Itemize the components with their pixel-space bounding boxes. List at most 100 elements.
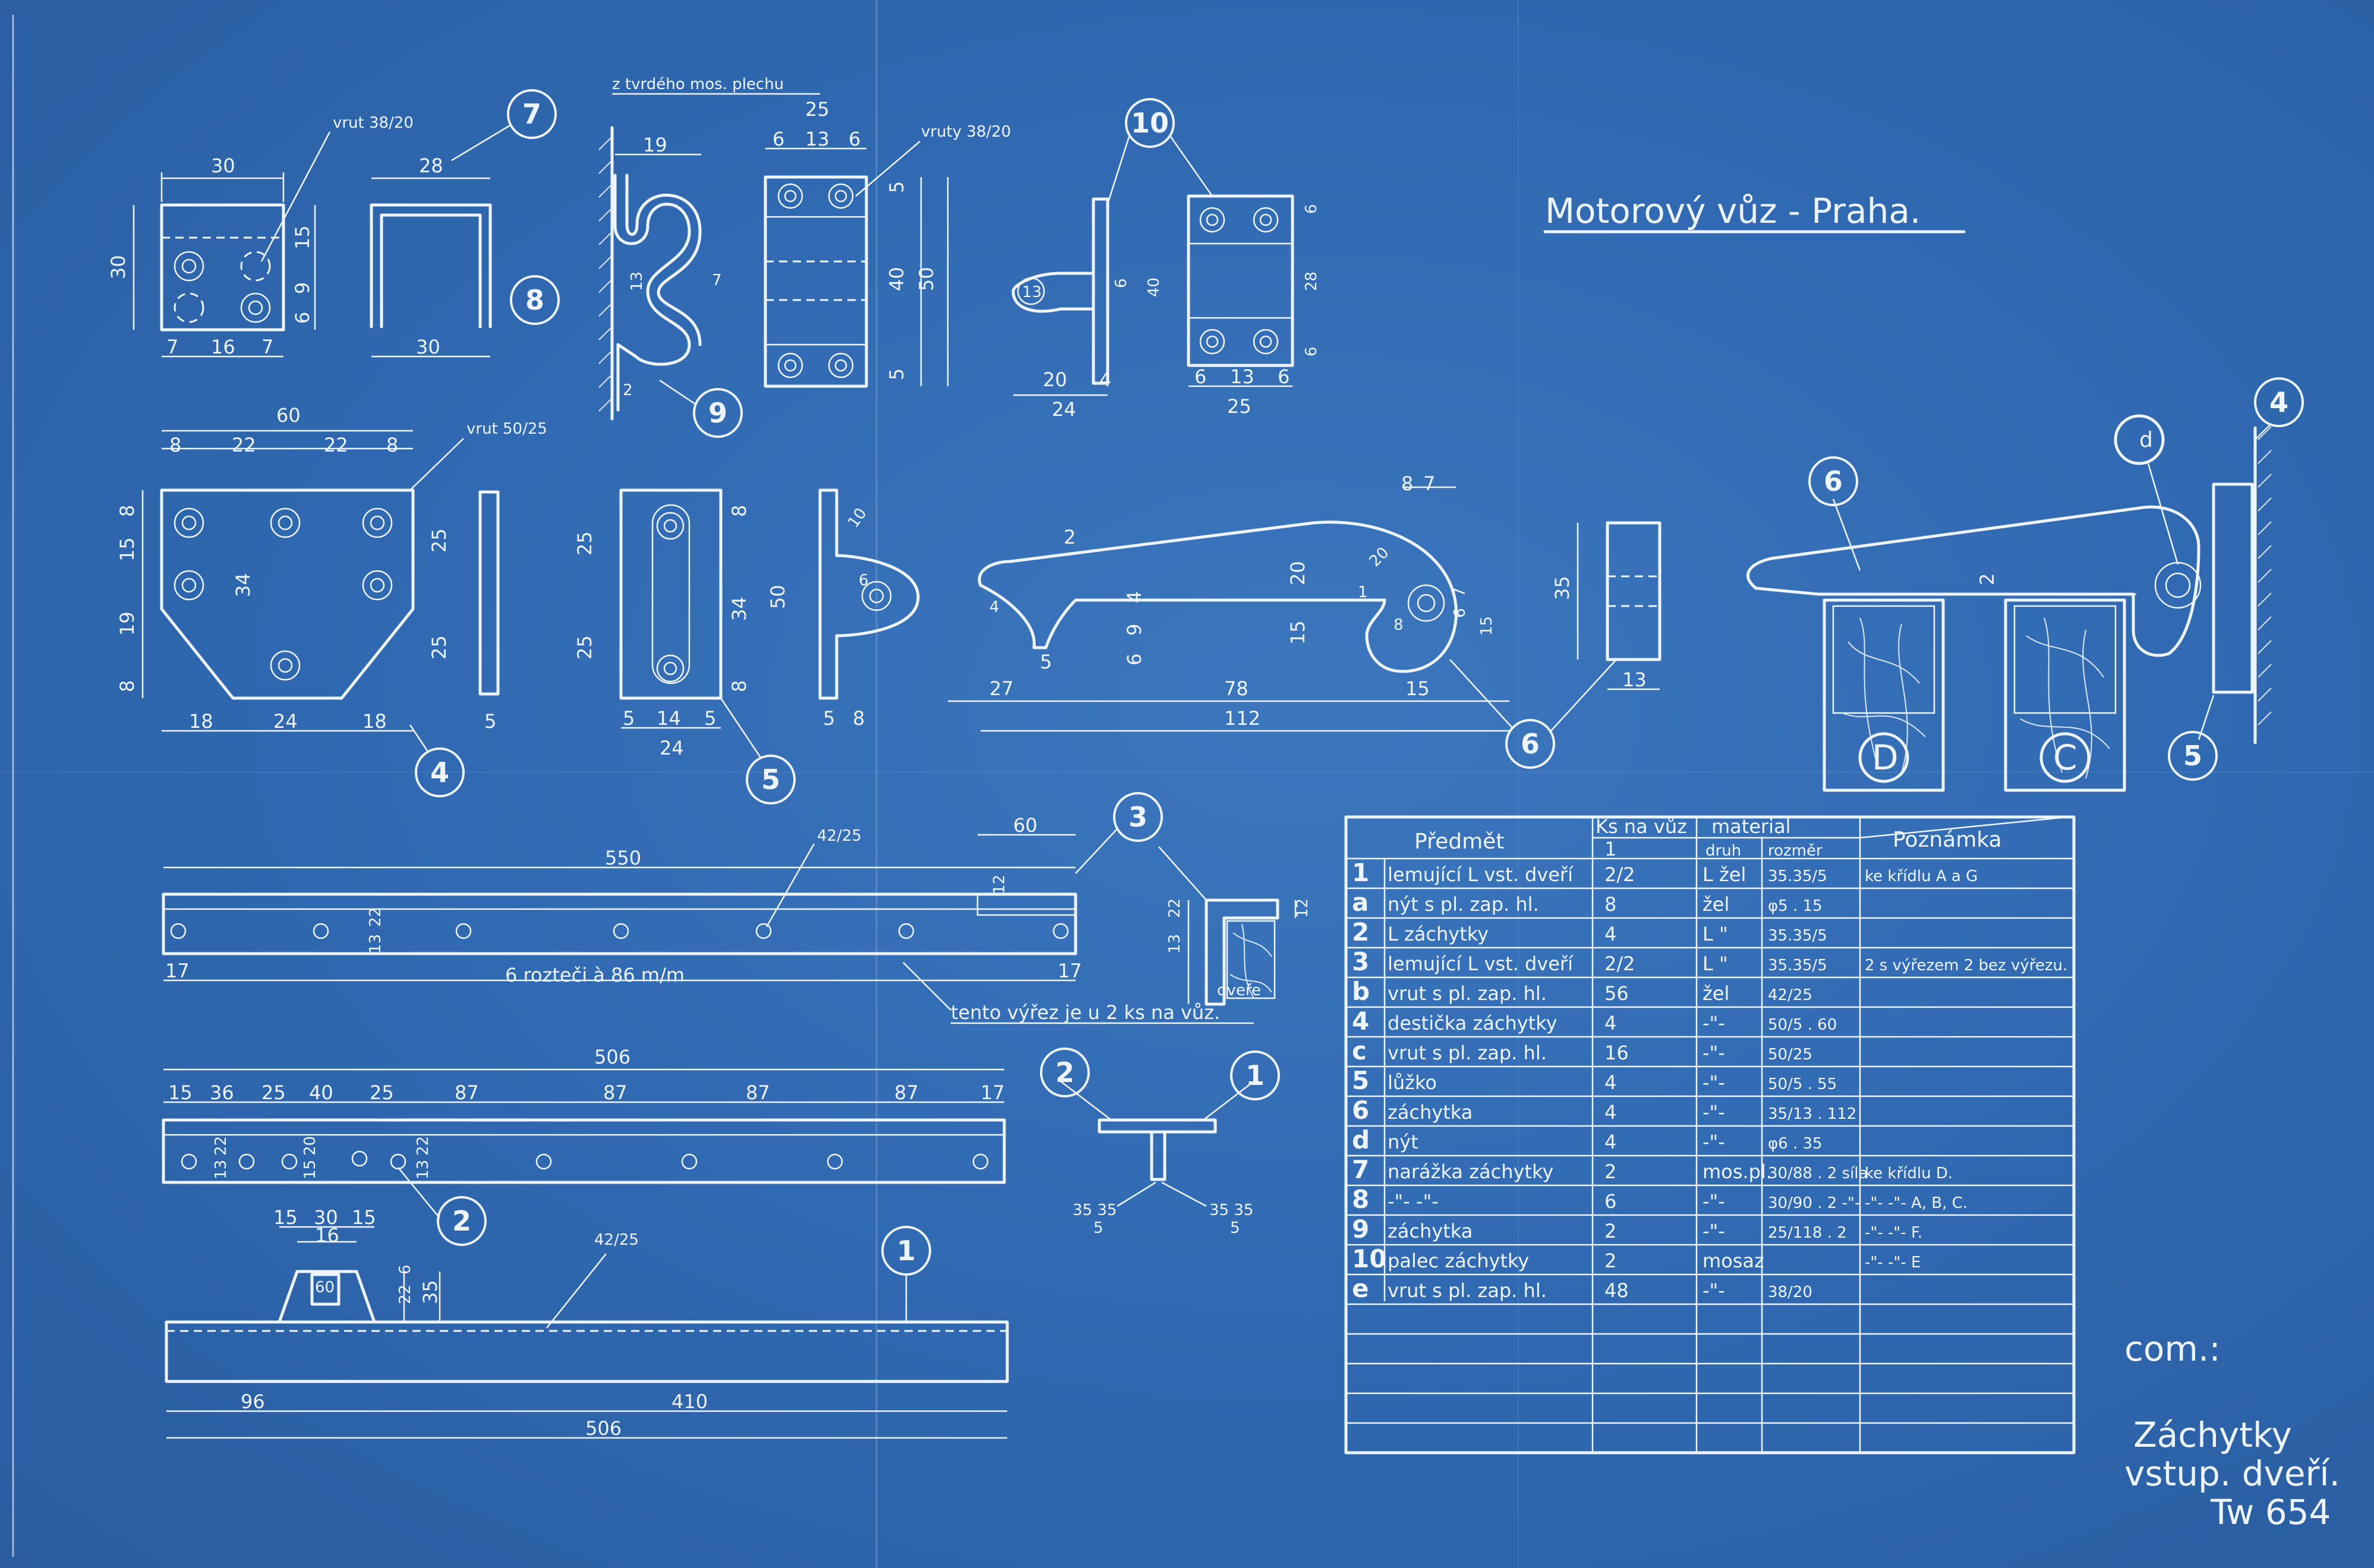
table-cell-no: d bbox=[1352, 1125, 1370, 1154]
dim-p7-15: 15 bbox=[291, 225, 314, 250]
table-cell-ks: 2/2 bbox=[1604, 952, 1635, 975]
table-cell-druh: mos.pl. bbox=[1703, 1160, 1772, 1183]
dim-p4-18a: 18 bbox=[189, 710, 213, 733]
parts-table bbox=[1344, 815, 2076, 1455]
table-cell-druh: žel bbox=[1703, 982, 1729, 1005]
dim-r2-15: 15 bbox=[168, 1081, 193, 1104]
leader-7 bbox=[451, 124, 512, 162]
part-10-palec-side bbox=[1011, 197, 1109, 396]
table-cell-no: 10 bbox=[1352, 1244, 1386, 1273]
balloon-8: 8 bbox=[510, 275, 560, 325]
dim-r2-13b: 13 bbox=[414, 1160, 432, 1179]
dim-p10r-28: 28 bbox=[1303, 272, 1320, 291]
sect-b-3535: 35 35 bbox=[1209, 1201, 1253, 1219]
dim-p10-40: 40 bbox=[885, 267, 908, 291]
table-cell-rozmer: 38/20 bbox=[1768, 1283, 1812, 1301]
table-header-rozmer: rozměr bbox=[1768, 842, 1823, 860]
balloon-7: 7 bbox=[507, 89, 557, 139]
dim-assembly-2: 2 bbox=[1976, 573, 1998, 585]
dim-r2-22a: 22 bbox=[212, 1136, 230, 1156]
leader-4-assembly bbox=[2255, 424, 2271, 440]
dim-p4-25b: 25 bbox=[428, 635, 450, 660]
leader-4 bbox=[409, 724, 429, 752]
label-d: d bbox=[2139, 428, 2153, 452]
table-cell-item: narážka záchytky bbox=[1388, 1160, 1553, 1183]
leader-10b bbox=[1169, 136, 1213, 197]
table-cell-pozn: -"- -"- F. bbox=[1865, 1224, 1922, 1242]
dim-p6-8: 8 bbox=[1401, 472, 1413, 495]
stamp-com: com.: bbox=[2124, 1329, 2221, 1369]
balloon-5-assembly: 5 bbox=[2168, 731, 2218, 781]
balloon-5: 5 bbox=[746, 755, 796, 804]
dim-p8-30: 30 bbox=[416, 336, 440, 358]
stamp-line1: Záchytky bbox=[2133, 1415, 2292, 1455]
dim-p4-8b: 8 bbox=[386, 434, 398, 456]
table-row: 8-"- -"-6-"-30/90 . 2 -"--"- -"- A, B, C… bbox=[1352, 1185, 1968, 1214]
table-cell-druh: -"- bbox=[1703, 1042, 1725, 1064]
dim-p6-15: 15 bbox=[1287, 620, 1309, 645]
dim-p4-25a: 25 bbox=[428, 528, 450, 553]
table-cell-item: vrut s pl. zap. hl. bbox=[1388, 1279, 1547, 1302]
dim-r1-22: 22 bbox=[396, 1285, 414, 1304]
note-dvere: dveře bbox=[1217, 982, 1261, 999]
sect-a-3535: 35 35 bbox=[1073, 1201, 1117, 1219]
dim-p5-25a: 25 bbox=[573, 531, 596, 556]
table-cell-rozmer: 30/90 . 2 -"- bbox=[1768, 1194, 1860, 1212]
svg-text:7: 7 bbox=[522, 98, 541, 130]
dim-p4-34: 34 bbox=[232, 573, 254, 597]
leader-6b bbox=[1550, 659, 1617, 731]
leader-6-assembly bbox=[1832, 499, 1861, 571]
dim-p4-5: 5 bbox=[484, 710, 496, 733]
svg-text:5: 5 bbox=[761, 764, 780, 796]
leader-vrut-50 bbox=[409, 438, 464, 491]
dim-p10r-6c: 6 bbox=[1194, 365, 1206, 388]
dim-p10-6a: 6 bbox=[773, 128, 784, 150]
svg-text:9: 9 bbox=[708, 397, 727, 429]
table-header-ks: Ks na vůz bbox=[1596, 815, 1687, 838]
table-cell-no: e bbox=[1352, 1274, 1369, 1303]
table-header-predmet: Předmět bbox=[1414, 829, 1504, 854]
dim-p6-r8: 8 bbox=[1393, 616, 1404, 634]
balloon-3: 3 bbox=[1113, 792, 1163, 842]
table-cell-ks: 16 bbox=[1604, 1042, 1629, 1064]
table-cell-ks: 4 bbox=[1604, 1071, 1616, 1094]
leader-5 bbox=[720, 698, 762, 758]
dim-p6-15b: 15 bbox=[1478, 616, 1496, 636]
dim-p7-30: 30 bbox=[211, 154, 235, 177]
leader-r3-screw bbox=[765, 843, 815, 927]
table-cell-item: destička záchytky bbox=[1388, 1012, 1558, 1034]
table-cell-rozmer: 25/118 . 2 bbox=[1768, 1224, 1847, 1242]
table-cell-rozmer: 35/13 . 112 bbox=[1768, 1105, 1856, 1123]
svg-text:2: 2 bbox=[452, 1205, 471, 1237]
table-cell-druh: L žel bbox=[1703, 863, 1746, 886]
dim-p4-24: 24 bbox=[273, 710, 298, 733]
table-cell-druh: -"- bbox=[1703, 1071, 1725, 1094]
dim-r2-87d: 87 bbox=[894, 1081, 919, 1104]
table-cell-rozmer: 50/25 bbox=[1768, 1046, 1812, 1064]
table-cell-ks: 4 bbox=[1604, 1131, 1616, 1153]
svg-text:8: 8 bbox=[525, 284, 544, 316]
dim-r2-20: 20 bbox=[301, 1136, 319, 1156]
dim-r2-506: 506 bbox=[594, 1046, 630, 1068]
dim-p4-8c: 8 bbox=[116, 505, 138, 517]
dim-p6b-35: 35 bbox=[1551, 576, 1574, 600]
leader-vruty bbox=[855, 141, 920, 197]
table-cell-no: b bbox=[1352, 977, 1370, 1006]
dim-r3-17b: 17 bbox=[1058, 960, 1082, 982]
balloon-2: 2 bbox=[1040, 1048, 1090, 1097]
table-cell-ks: 2/2 bbox=[1604, 863, 1635, 886]
dim-r1-16: 16 bbox=[315, 1224, 339, 1247]
table-cell-ks: 2 bbox=[1604, 1250, 1616, 1272]
dim-p9-19: 19 bbox=[643, 134, 667, 156]
dim-p10b-20: 20 bbox=[1043, 368, 1067, 391]
table-cell-item: -"- -"- bbox=[1388, 1190, 1439, 1213]
dim-p4-60: 60 bbox=[276, 404, 301, 427]
table-cell-item: lůžko bbox=[1388, 1071, 1437, 1094]
part-10-right-plate bbox=[1187, 194, 1294, 387]
